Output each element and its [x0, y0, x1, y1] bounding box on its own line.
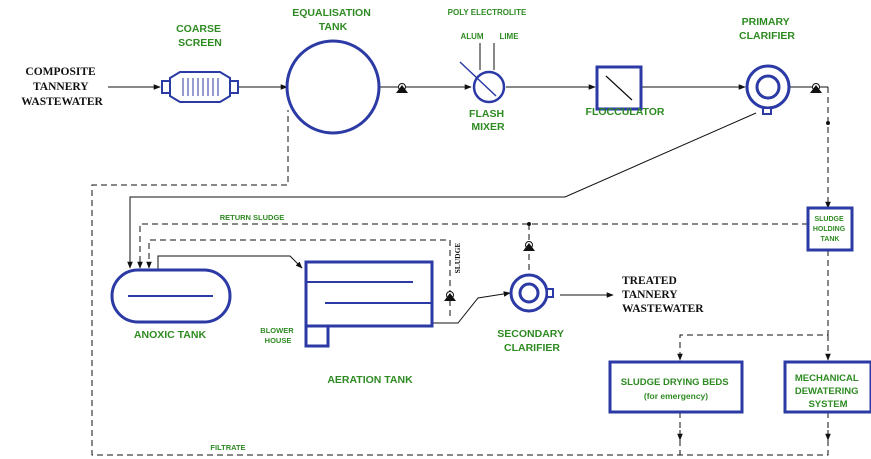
labels: COMPOSITE TANNERY WASTEWATER COARSE SCRE… — [21, 7, 861, 452]
flash-mixer — [459, 61, 506, 104]
sludge-drying-beds-label: SLUDGE DRYING BEDS (for emergency) — [621, 377, 732, 401]
sludge-drying-beds — [608, 360, 744, 414]
aeration-tank-label: AERATION TANK — [327, 374, 413, 386]
secondary-clarifier — [509, 273, 554, 313]
flocculator-label: FLOCCULATOR — [586, 106, 665, 118]
primary-clarifier-label: PRIMARY CLARIFIER — [739, 16, 795, 42]
sludge-holding-tank-label: SLUDGE HOLDING TANK — [813, 216, 847, 243]
pump-icon — [444, 291, 456, 301]
anoxic-tank — [110, 268, 232, 324]
junction-dot — [527, 222, 531, 226]
composite-label: COMPOSITE TANNERY WASTEWATER — [21, 66, 103, 108]
equalisation-tank — [285, 39, 381, 135]
flocculator — [595, 65, 643, 111]
coarse-screen — [161, 71, 239, 103]
junction-dot — [826, 121, 830, 125]
coarse-screen-label: COARSE SCREEN — [176, 23, 224, 49]
aeration-tank — [304, 260, 434, 348]
sludge-holding-tank — [806, 206, 854, 252]
alum-label: ALUM — [460, 32, 483, 41]
pump-icon — [396, 83, 408, 93]
equalisation-tank-label: EQUALISATION TANK — [292, 7, 373, 33]
lime-label: LIME — [499, 32, 519, 41]
filtrate-label: FILTRATE — [210, 443, 245, 452]
sludge-line-label: SLUDGE — [453, 243, 462, 274]
anoxic-tank-label: ANOXIC TANK — [134, 329, 207, 341]
return-sludge-label: RETURN SLUDGE — [220, 213, 285, 222]
pump-icon — [523, 241, 535, 251]
sludge-lines — [91, 87, 831, 456]
mechanical-dewatering-label: MECHANICAL DEWATERING SYSTEM — [795, 373, 861, 410]
blower-house-label: BLOWER HOUSE — [260, 326, 295, 345]
secondary-clarifier-label: SECONDARY CLARIFIER — [497, 328, 566, 354]
pump-icon — [810, 83, 822, 93]
poly-electrolite-label: POLY ELECTROLITE — [448, 8, 527, 17]
treated-label: TREATED TANNERY WASTEWATER — [622, 275, 704, 315]
flow-lines — [108, 43, 828, 324]
mechanical-dewatering-system — [783, 360, 871, 414]
primary-clarifier — [745, 64, 791, 115]
flash-mixer-label: FLASH MIXER — [469, 108, 507, 133]
